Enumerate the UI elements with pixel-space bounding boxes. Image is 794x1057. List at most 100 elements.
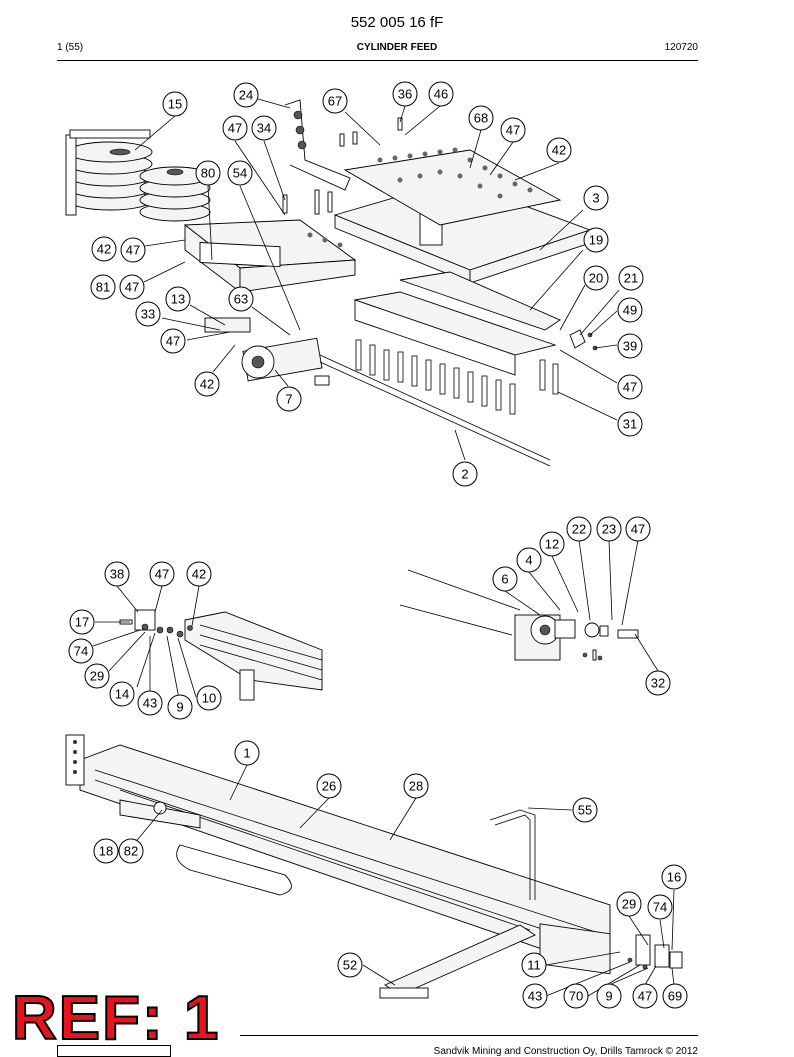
svg-text:22: 22 [572,522,586,537]
svg-text:81: 81 [96,280,110,295]
callout-28: 28 [403,773,429,799]
callout-42: 42 [546,137,572,163]
callout-10: 10 [196,685,222,711]
svg-text:42: 42 [200,377,214,392]
svg-text:74: 74 [74,644,88,659]
top-assembly [65,99,598,467]
svg-text:20: 20 [589,271,603,286]
leader-lines-top [134,98,620,461]
svg-text:9: 9 [605,989,612,1004]
svg-text:47: 47 [126,243,140,258]
callout-9: 9 [167,694,193,720]
callout-68: 68 [468,105,494,131]
callout-3: 3 [583,185,609,211]
svg-text:47: 47 [125,280,139,295]
svg-text:15: 15 [168,97,182,112]
svg-text:17: 17 [75,615,89,630]
svg-text:23: 23 [602,522,616,537]
document-number: 552 005 16 fF [350,14,444,31]
callout-16: 16 [661,864,687,890]
callout-74: 74 [647,894,673,920]
callout-67: 67 [322,88,348,114]
svg-text:47: 47 [155,567,169,582]
callout-14: 14 [109,681,135,707]
callout-46: 46 [428,81,454,107]
svg-text:42: 42 [97,242,111,257]
svg-text:11: 11 [527,958,541,973]
leader-lines-middle-left [92,585,200,705]
callout-6: 6 [492,566,518,592]
svg-text:67: 67 [328,94,342,109]
svg-text:33: 33 [141,307,155,322]
callout-47: 47 [500,117,526,143]
date-code: 120720 [664,42,698,53]
svg-text:47: 47 [166,334,180,349]
callout-2: 2 [452,461,478,487]
callout-47: 47 [149,561,175,587]
callout-47: 47 [160,328,186,354]
callout-21: 21 [618,265,644,291]
callout-1: 1 [234,740,260,766]
header-divider [57,60,698,61]
svg-text:42: 42 [192,567,206,582]
callout-47: 47 [222,115,248,141]
callout-13: 13 [165,286,191,312]
callout-24: 24 [233,82,259,108]
svg-text:31: 31 [623,417,637,432]
callout-47: 47 [119,274,145,300]
svg-text:26: 26 [322,779,336,794]
svg-text:32: 32 [651,676,665,691]
callout-33: 33 [135,301,161,327]
callout-52: 52 [337,952,363,978]
callout-63: 63 [228,286,254,312]
svg-text:24: 24 [239,88,253,103]
callout-42: 42 [91,236,117,262]
svg-text:7: 7 [285,392,292,407]
svg-text:69: 69 [668,989,682,1004]
svg-text:12: 12 [545,537,559,552]
svg-text:42: 42 [552,143,566,158]
ref-badge: REF: 1 [11,984,221,1053]
callout-31: 31 [617,411,643,437]
section-title: CYLINDER FEED [356,42,438,53]
callout-12: 12 [539,531,565,557]
svg-text:52: 52 [343,958,357,973]
callout-17: 17 [69,609,95,635]
svg-text:34: 34 [257,121,271,136]
callout-80: 80 [195,160,221,186]
callout-42: 42 [186,561,212,587]
page-indicator: 1 (55) [57,42,84,53]
svg-text:13: 13 [171,292,185,307]
callout-23: 23 [596,516,622,542]
callout-70: 70 [563,983,589,1009]
svg-text:49: 49 [623,303,637,318]
svg-text:47: 47 [623,380,637,395]
svg-text:16: 16 [667,870,681,885]
svg-text:38: 38 [110,567,124,582]
callout-82: 82 [118,838,144,864]
callout-9: 9 [596,983,622,1009]
svg-text:80: 80 [201,166,215,181]
callout-74: 74 [68,638,94,664]
callout-36: 36 [392,81,418,107]
svg-text:9: 9 [176,700,183,715]
callout-20: 20 [583,265,609,291]
svg-text:43: 43 [528,989,542,1004]
svg-text:1: 1 [243,746,250,761]
hose-reel-stack [65,129,211,222]
callout-29: 29 [84,663,110,689]
svg-text:47: 47 [638,989,652,1004]
svg-text:2: 2 [461,467,468,482]
callout-22: 22 [566,516,592,542]
svg-text:70: 70 [569,989,583,1004]
svg-text:47: 47 [631,522,645,537]
callout-43: 43 [522,983,548,1009]
svg-text:46: 46 [434,87,448,102]
callout-18: 18 [93,838,119,864]
callout-47: 47 [120,237,146,263]
callout-42: 42 [194,371,220,397]
svg-text:36: 36 [398,87,412,102]
callout-34: 34 [251,115,277,141]
callout-32: 32 [645,670,671,696]
svg-text:39: 39 [623,339,637,354]
